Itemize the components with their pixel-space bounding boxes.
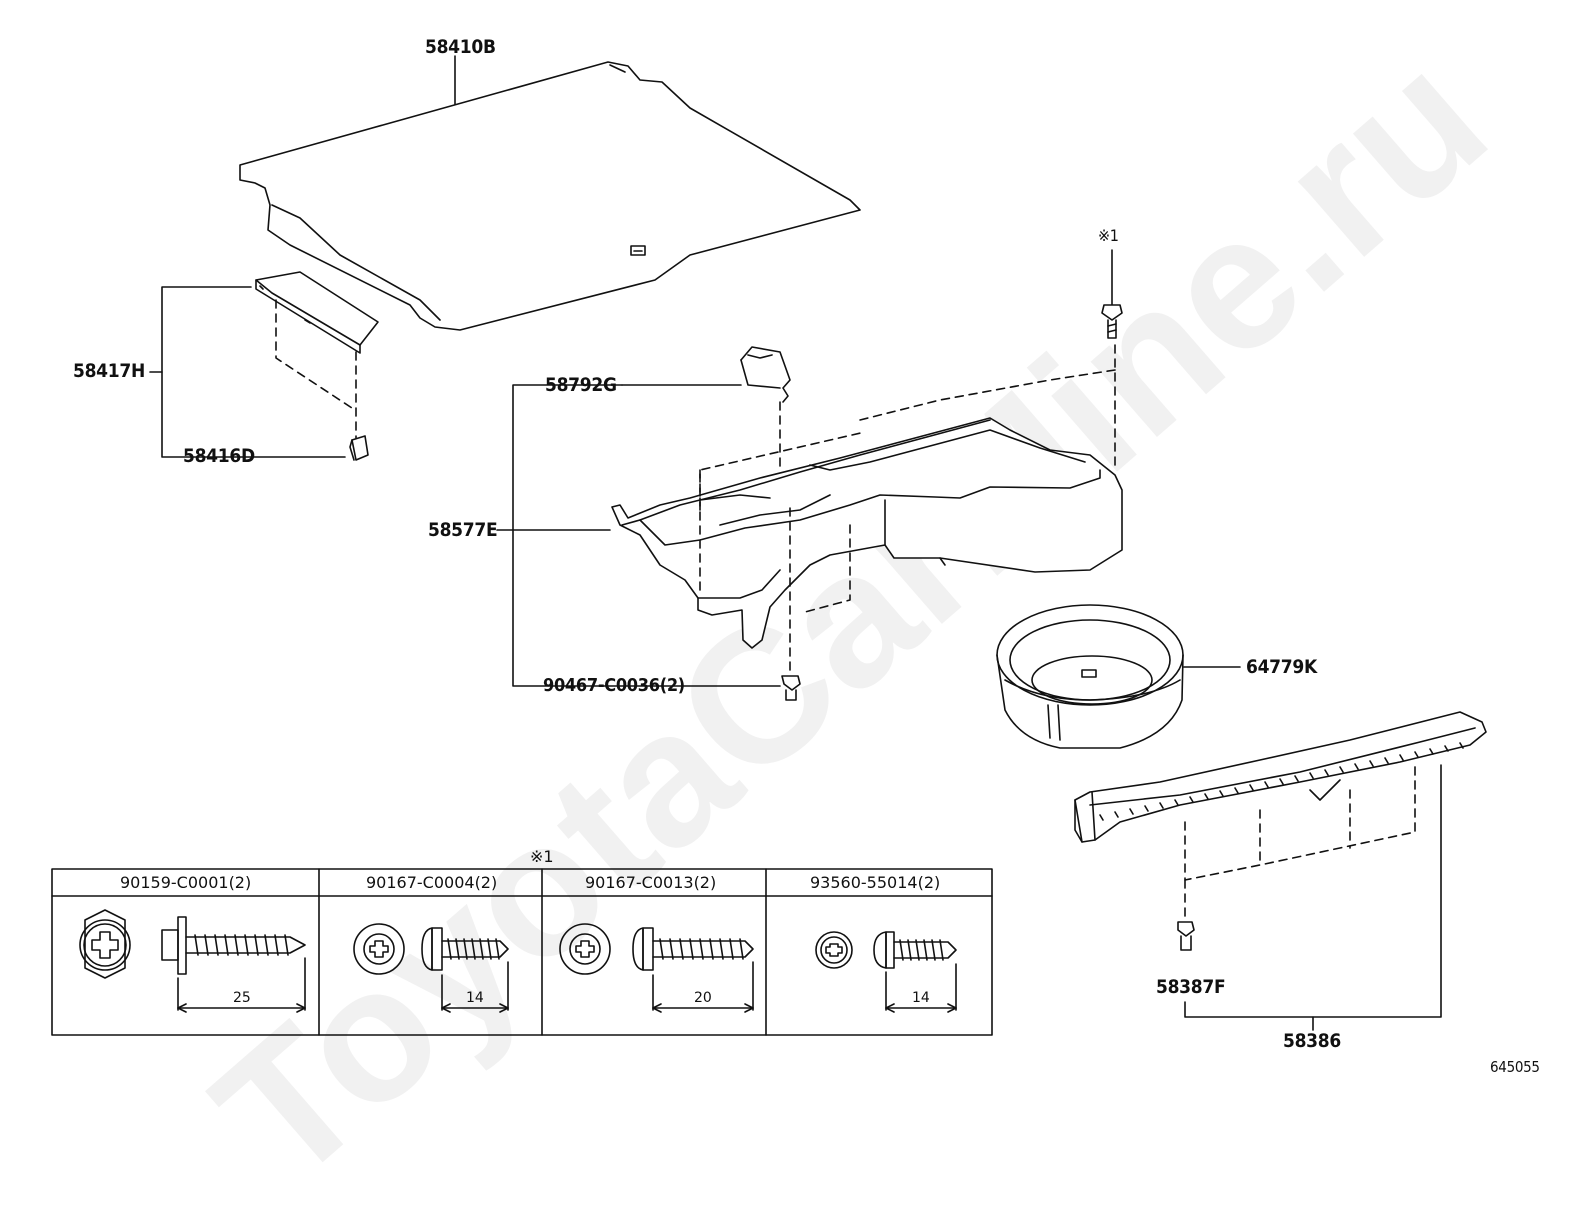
bolt-mark-1: [1101, 249, 1123, 339]
tray-screw: [781, 675, 801, 701]
table-header-col4: 93560-55014(2): [810, 873, 941, 892]
fastener-90167-C0013: [559, 923, 754, 1013]
tray-dashed: [699, 344, 1116, 671]
label-64779K: 64779K: [1246, 656, 1317, 678]
dim-col3: 20: [694, 990, 712, 1006]
label-58410B: 58410B: [425, 36, 496, 58]
label-58386: 58386: [1283, 1030, 1341, 1052]
table-header-col1: 90159-C0001(2): [120, 873, 252, 892]
scuff-dashed: [1184, 764, 1416, 921]
fastener-93560-55014: [815, 931, 957, 1013]
label-58417H: 58417H: [73, 360, 145, 382]
fastener-table: [51, 868, 993, 1036]
panel-58417H: [255, 271, 379, 354]
table-header-col3: 90167-C0013(2): [585, 873, 717, 892]
label-58792G: 58792G: [545, 374, 617, 396]
panel-dashed: [275, 299, 357, 439]
spare-box-64779K: [996, 604, 1184, 749]
diagram-code: 645055: [1490, 1058, 1540, 1076]
diagram-drawing: [51, 55, 1487, 1036]
fastener-90167-C0004: [353, 923, 509, 1013]
deck-cover-board: [239, 61, 861, 331]
table-header-col2: 90167-C0004(2): [366, 873, 498, 892]
scuff-clip-58387F: [1177, 921, 1195, 951]
clip-58416D: [349, 435, 369, 461]
label-90467-C0036: 90467-C0036(2): [543, 675, 685, 696]
scuff-plate-58386: [1074, 711, 1487, 843]
mark-label: ※1: [1098, 226, 1119, 245]
parts-diagram: ToyotaCarMine.ru: [51, 12, 1540, 1222]
label-58387F: 58387F: [1156, 976, 1226, 998]
table-mark: ※1: [530, 847, 554, 866]
hook-58792G: [740, 346, 791, 403]
label-58577E: 58577E: [428, 519, 498, 541]
fastener-90159-C0001: [79, 909, 306, 1013]
dim-col1: 25: [233, 990, 251, 1006]
label-58416D: 58416D: [183, 445, 255, 467]
luggage-tray-58577E: [611, 417, 1123, 649]
dim-col4: 14: [912, 990, 930, 1006]
dim-col2: 14: [466, 990, 484, 1006]
